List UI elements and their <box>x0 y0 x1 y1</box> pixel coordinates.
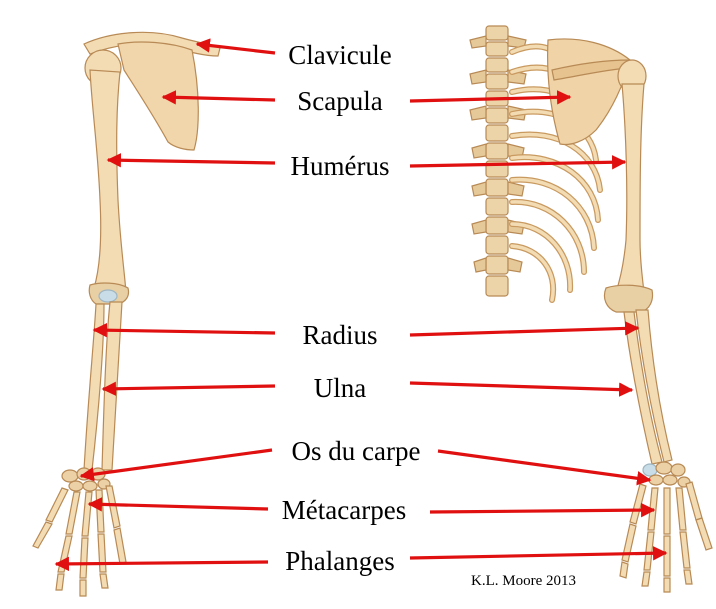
arrow-scapula-left <box>161 90 276 105</box>
arrow-clavicule <box>195 38 276 55</box>
label-phalanges: Phalanges <box>285 546 395 576</box>
label-radius: Radius <box>302 320 378 350</box>
right-phalanges <box>619 517 713 593</box>
right-elbow <box>603 284 654 313</box>
left-humerus <box>89 69 127 293</box>
right-humerus <box>615 83 645 293</box>
arrow-metacarpes-left <box>87 497 269 512</box>
credit-text: K.L. Moore 2013 <box>471 573 576 589</box>
arrow-radius-right <box>409 321 640 337</box>
arrow-ulna-left <box>101 381 276 396</box>
left-scapula <box>117 41 199 151</box>
right-ulna <box>635 309 673 463</box>
arrow-carpe-right <box>437 449 652 486</box>
arrow-carpe-left <box>79 448 273 482</box>
arrow-humerus-left <box>106 153 276 168</box>
left-arm-skeleton <box>32 31 221 597</box>
arrow-phalanges-right <box>409 546 668 561</box>
left-ulna <box>101 301 123 471</box>
arrow-phalanges-left <box>54 556 269 572</box>
right-posterior-skeleton <box>469 25 713 593</box>
right-scapula <box>547 38 631 146</box>
arrow-scapula-right <box>409 90 572 105</box>
label-clavicule: Clavicule <box>288 40 392 70</box>
label-humerus: Humérus <box>290 151 390 181</box>
pointer-arrows <box>54 38 668 572</box>
arrow-humerus-right <box>409 155 627 170</box>
right-carpals <box>642 461 691 488</box>
label-scapula: Scapula <box>297 86 383 116</box>
label-ulna: Ulna <box>313 373 367 403</box>
label-os-du-carpe: Os du carpe <box>291 436 421 466</box>
vertebral-column <box>485 25 509 297</box>
label-metacarpes: Métacarpes <box>281 495 407 525</box>
arrow-radius-left <box>92 323 276 338</box>
left-phalanges <box>32 521 127 597</box>
arrow-ulna-right <box>409 381 634 397</box>
left-metacarpals <box>45 485 121 537</box>
arrow-metacarpes-right <box>429 502 656 518</box>
right-metacarpals <box>629 481 703 535</box>
